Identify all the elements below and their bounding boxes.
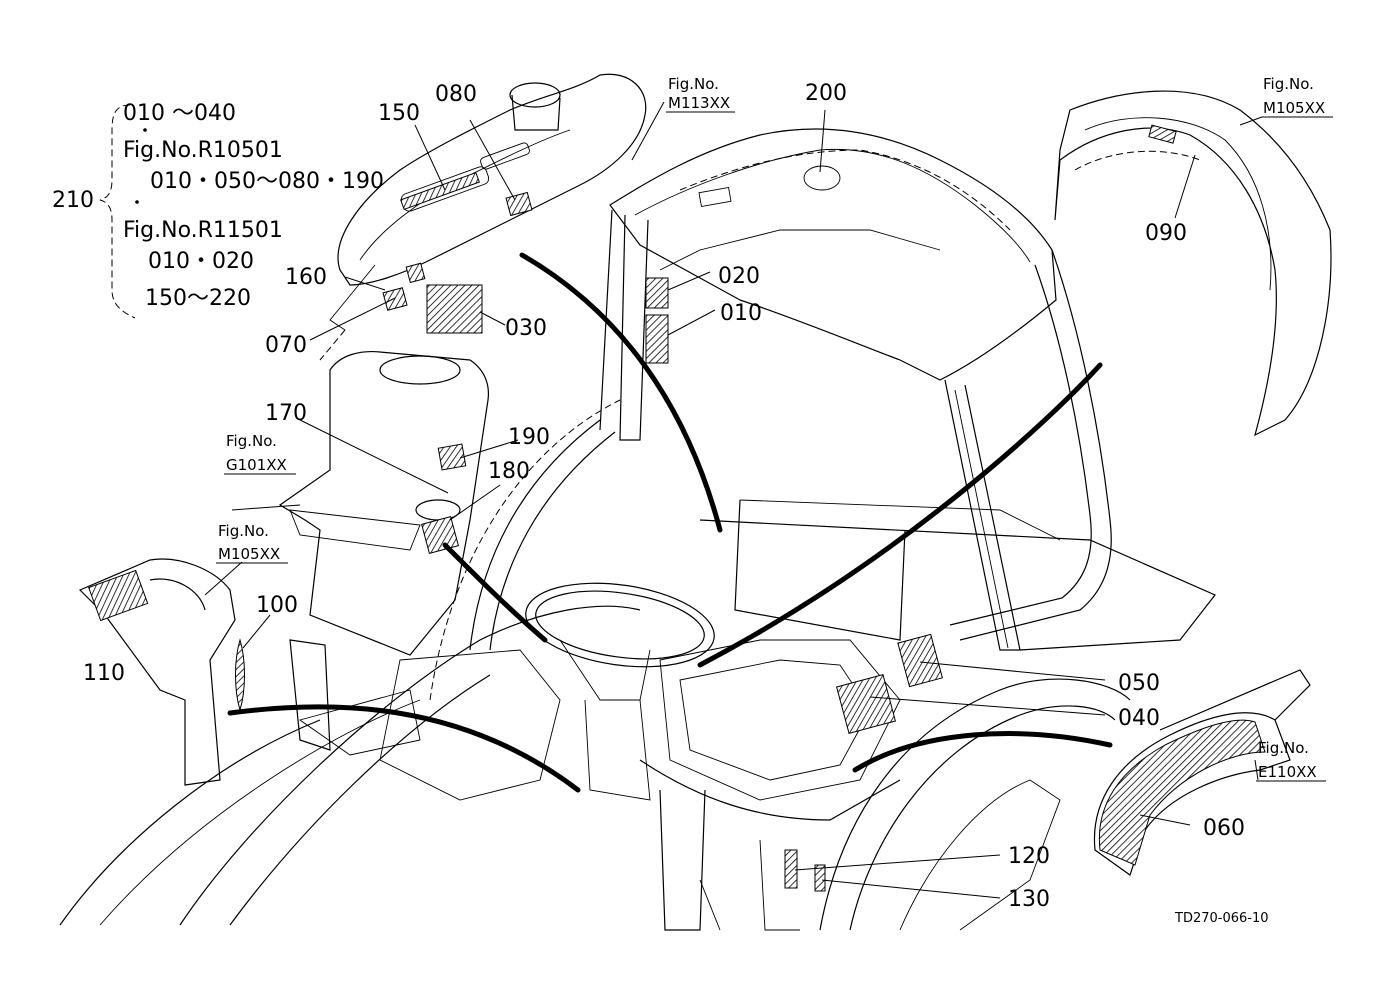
decal-190 — [437, 443, 467, 471]
decal-110 — [88, 569, 149, 622]
part-label-060: 060 — [1203, 816, 1245, 841]
callout-line-6: 150～220 — [145, 286, 251, 311]
callout-line-5: 010・020 — [148, 249, 254, 274]
decal-060 — [1098, 719, 1266, 866]
step-plate — [1093, 669, 1311, 876]
decal-020 — [645, 277, 669, 309]
left-fender-panel — [278, 350, 490, 656]
decal-120 — [784, 849, 798, 889]
part-label-160: 160 — [285, 265, 327, 290]
decal-080 — [505, 191, 533, 217]
decal-150 — [400, 171, 480, 211]
decal-070 — [382, 287, 408, 311]
small-fender-left — [78, 558, 236, 786]
decal-160 — [405, 262, 426, 284]
decal-050 — [897, 633, 943, 688]
decal-090 — [1148, 124, 1177, 144]
part-label-170: 170 — [265, 401, 307, 426]
callout-label: 210 — [52, 188, 94, 213]
assembly-arrows — [227, 252, 1113, 793]
fig-ref-e110-code: E110XX — [1258, 763, 1317, 781]
part-label-010: 010 — [720, 301, 762, 326]
decal-010 — [645, 314, 669, 364]
part-label-050: 050 — [1118, 671, 1160, 696]
part-label-080: 080 — [435, 82, 477, 107]
fig-ref-m113-code: M113XX — [668, 94, 730, 112]
fig-ref-m105-left-prefix: Fig.No. — [218, 522, 269, 540]
part-label-020: 020 — [718, 264, 760, 289]
callout-line-1: 010 ～040 — [123, 101, 236, 126]
dashboard-unit — [319, 73, 647, 361]
decal-100 — [235, 638, 245, 712]
part-label-110: 110 — [83, 661, 125, 686]
part-label-150: 150 — [378, 101, 420, 126]
fig-ref-m105-top-code: M105XX — [1263, 99, 1325, 117]
decal-180 — [421, 516, 459, 554]
part-label-120: 120 — [1008, 844, 1050, 869]
callout-line-2: Fig.No.R10501 — [123, 138, 283, 163]
part-label-070: 070 — [265, 333, 307, 358]
part-label-190: 190 — [508, 425, 550, 450]
fig-ref-m105-left-code: M105XX — [218, 545, 280, 563]
rear-fender-right — [1054, 90, 1332, 437]
callout-line-4: Fig.No.R11501 — [123, 218, 283, 243]
part-label-100: 100 — [256, 593, 298, 618]
fig-ref-e110-prefix: Fig.No. — [1258, 739, 1309, 757]
fig-ref-m113-prefix: Fig.No. — [668, 75, 719, 93]
fig-ref-m105-top-prefix: Fig.No. — [1263, 75, 1314, 93]
part-label-180: 180 — [488, 459, 530, 484]
drawing-id: TD270-066-10 — [1174, 911, 1269, 926]
brace-callout: 210 010 ～040 Fig.No.R10501 010・050～080・1… — [52, 101, 384, 319]
part-label-090: 090 — [1145, 221, 1187, 246]
decals — [88, 124, 1266, 892]
callout-line-3: 010・050～080・190 — [150, 169, 384, 194]
tractor-linework — [59, 128, 1216, 931]
part-label-030: 030 — [505, 316, 547, 341]
decal-040 — [835, 673, 897, 735]
part-label-130: 130 — [1008, 887, 1050, 912]
part-label-040: 040 — [1118, 706, 1160, 731]
part-labels: 010 020 030 040 050 060 070 080 090 100 … — [83, 81, 1245, 912]
fig-ref-g101-code: G101XX — [226, 456, 287, 474]
fig-references: Fig.No. M113XX Fig.No. M105XX Fig.No. G1… — [216, 75, 1333, 782]
decal-030 — [426, 284, 483, 334]
part-label-200: 200 — [805, 81, 847, 106]
leader-lines — [204, 101, 1263, 899]
fig-ref-g101-prefix: Fig.No. — [226, 432, 277, 450]
decal-130 — [814, 864, 826, 892]
